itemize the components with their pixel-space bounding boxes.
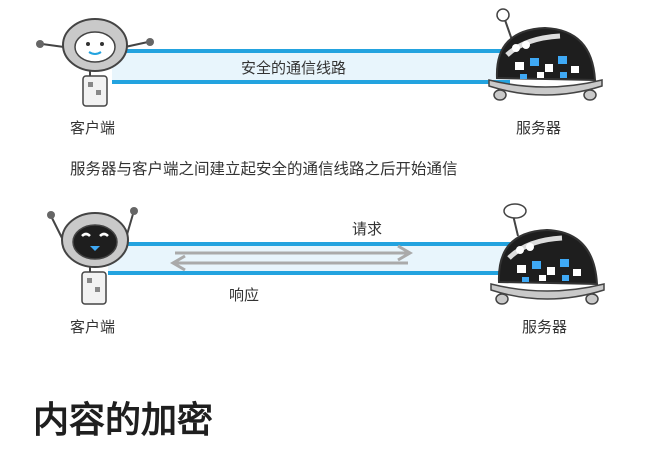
client-robot-icon bbox=[36, 18, 154, 107]
communication-channel bbox=[108, 242, 512, 275]
response-arrow bbox=[170, 254, 408, 272]
server-robot-icon bbox=[490, 203, 605, 305]
bottom-client-label: 客户端 bbox=[70, 318, 116, 336]
secure-channel-label: 安全的通信线路 bbox=[241, 59, 347, 77]
diagram-caption: 服务器与客户端之间建立起安全的通信线路之后开始通信 bbox=[70, 160, 458, 178]
request-arrow bbox=[175, 244, 413, 262]
bottom-server-label: 服务器 bbox=[522, 318, 568, 336]
top-client-label: 客户端 bbox=[70, 119, 116, 137]
client-robot-icon bbox=[47, 207, 138, 305]
request-label: 请求 bbox=[352, 220, 383, 238]
section-heading: 内容的加密 bbox=[33, 399, 214, 441]
response-label: 响应 bbox=[229, 286, 260, 304]
server-robot-icon bbox=[488, 8, 603, 101]
top-server-label: 服务器 bbox=[516, 119, 562, 137]
secure-channel bbox=[112, 49, 510, 84]
